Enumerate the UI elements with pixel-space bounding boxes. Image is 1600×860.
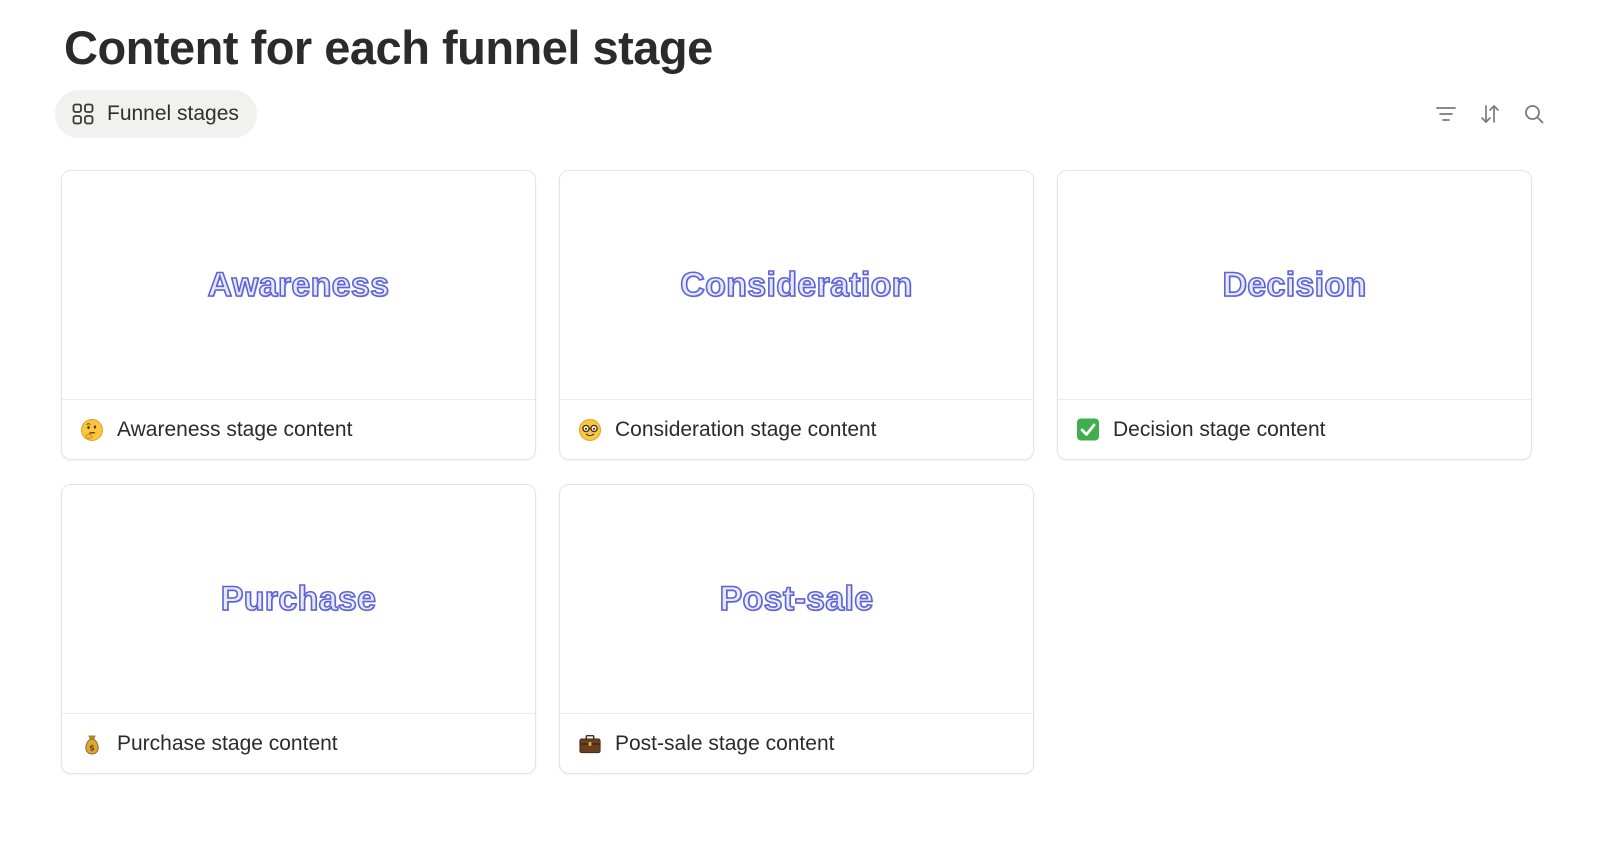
card-title: Awareness stage content [117, 417, 353, 441]
gallery-card-decision[interactable]: Decision Decision stage content [1057, 170, 1532, 460]
card-title: Purchase stage content [117, 731, 338, 755]
card-footer: Decision stage content [1058, 400, 1531, 459]
card-cover: Decision [1058, 171, 1531, 400]
cover-text: Decision [1222, 265, 1367, 305]
cover-text: Awareness [207, 265, 390, 305]
card-cover: Consideration [560, 171, 1033, 400]
money-bag-icon: $ [80, 732, 104, 756]
card-footer: Awareness stage content [62, 400, 535, 459]
card-footer: Consideration stage content [560, 400, 1033, 459]
briefcase-icon [578, 732, 602, 756]
sort-icon [1481, 105, 1499, 123]
view-toolbar [1432, 100, 1548, 128]
search-button[interactable] [1520, 100, 1548, 128]
svg-text:$: $ [89, 743, 95, 752]
tab-label: Funnel stages [107, 102, 239, 125]
card-cover: Post-sale [560, 485, 1033, 714]
gallery-card-purchase[interactable]: Purchase $ Purchase stage content [61, 484, 536, 774]
card-cover: Awareness [62, 171, 535, 400]
cover-text: Consideration [679, 265, 913, 305]
sort-button[interactable] [1476, 100, 1504, 128]
filter-button[interactable] [1432, 100, 1460, 128]
tab-funnel-stages[interactable]: Funnel stages [55, 90, 257, 138]
search-icon [1525, 105, 1544, 124]
thinking-face-icon [80, 418, 104, 442]
page-title: Content for each funnel stage [64, 21, 713, 74]
filter-icon [1436, 107, 1456, 121]
card-footer: $ Purchase stage content [62, 714, 535, 773]
check-mark-button-icon [1076, 418, 1100, 442]
cover-text: Post-sale [719, 579, 874, 619]
gallery-card-post-sale[interactable]: Post-sale Post-sale stage content [559, 484, 1034, 774]
gallery-card-awareness[interactable]: Awareness Awareness stage content [61, 170, 536, 460]
gallery-grid-icon [71, 102, 95, 126]
nerd-face-icon [578, 418, 602, 442]
card-title: Post-sale stage content [615, 731, 835, 755]
gallery-grid: Awareness Awareness stage content [61, 170, 1532, 774]
card-cover: Purchase [62, 485, 535, 714]
card-title: Decision stage content [1113, 417, 1326, 441]
gallery-card-consideration[interactable]: Consideration Consideration stage conten… [559, 170, 1034, 460]
cover-text: Purchase [220, 579, 377, 619]
card-footer: Post-sale stage content [560, 714, 1033, 773]
card-title: Consideration stage content [615, 417, 877, 441]
